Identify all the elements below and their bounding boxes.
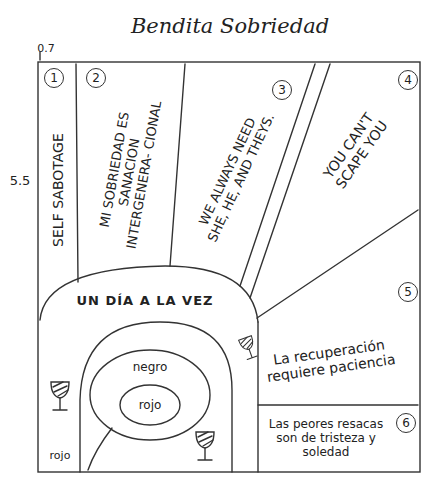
dimension-label: 0.7 xyxy=(37,42,55,55)
callout-number: 5 xyxy=(398,282,418,302)
panel-text: La recuperación requiere paciencia xyxy=(263,335,396,385)
spiral-ring xyxy=(120,385,180,425)
sketch-panel: 4YOU CAN'T SCAPE YOU xyxy=(300,64,418,214)
arc-motto: UN DÍA A LA VEZ xyxy=(76,293,213,308)
panel-divider xyxy=(258,404,418,405)
sketch-panel: 1SELF SABOTAGE xyxy=(40,64,76,278)
panel-text: SELF SABOTAGE xyxy=(50,90,66,290)
callout-number: 6 xyxy=(396,413,416,433)
arc-band-outer xyxy=(40,266,258,322)
callout-number: 1 xyxy=(44,68,64,88)
spiral-ring xyxy=(90,350,210,440)
sketch-panel: 2 MI SOBRIEDAD ES SANACION INTERGENERA- C… xyxy=(78,64,178,264)
sketch-panel: 3 WE ALWAYS NEED SHE, HE, AND THEYS. xyxy=(180,64,310,274)
color-note: negro xyxy=(133,360,168,374)
panel-divider xyxy=(257,322,258,472)
sketch-panel: 5 La recuperación requiere paciencia xyxy=(262,240,418,402)
wine-glass xyxy=(51,382,69,410)
panel-text: Las peores resacas son de tristeza y sol… xyxy=(264,418,388,459)
callout-number: 4 xyxy=(398,70,418,90)
wine-glass xyxy=(196,432,214,460)
arc-band-inner xyxy=(80,322,232,472)
panel-divider xyxy=(76,64,78,282)
dimension-label: 5.5 xyxy=(10,173,31,188)
diagram-title: Bendita Sobriedad xyxy=(131,14,329,38)
panel-divider xyxy=(257,210,418,318)
panel-text: YOU CAN'T SCAPE YOU xyxy=(310,96,399,205)
panel-text: WE ALWAYS NEED SHE, HE, AND THEYS. xyxy=(192,105,278,245)
spiral-tail xyxy=(88,428,112,470)
outer-frame xyxy=(38,62,420,472)
panel-divider xyxy=(250,64,330,298)
color-note: rojo xyxy=(139,398,162,412)
color-note: rojo xyxy=(50,449,71,462)
callout-number: 3 xyxy=(272,80,292,100)
wine-glass xyxy=(239,336,259,360)
panel-divider xyxy=(170,64,185,266)
sketch-panel: 6 Las peores resacas son de tristeza y so… xyxy=(260,407,418,470)
callout-number: 2 xyxy=(86,68,106,88)
panel-text: MI SOBRIEDAD ES SANACION INTERGENERA- CI… xyxy=(95,94,165,250)
